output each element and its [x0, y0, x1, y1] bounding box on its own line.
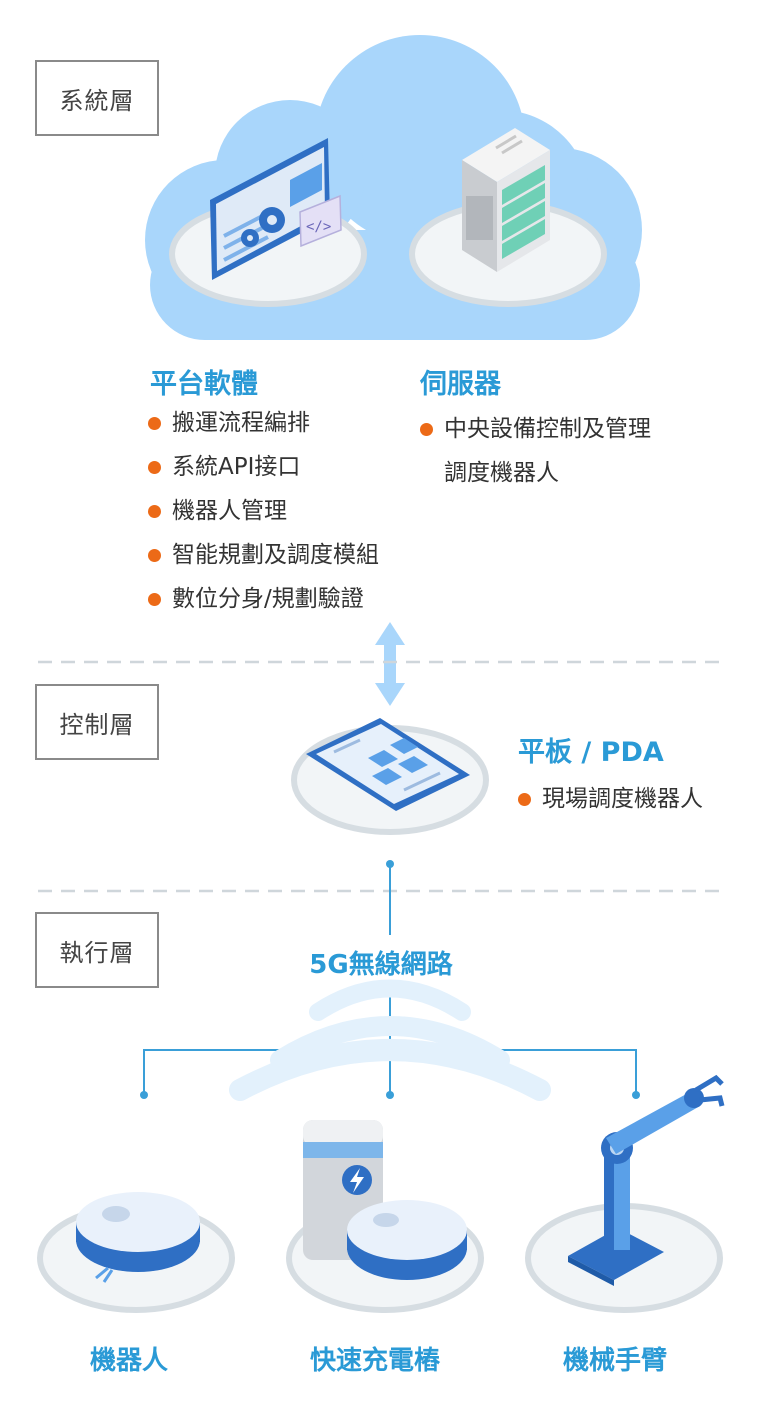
server-list: 中央設備控制及管理 調度機器人 [420, 414, 651, 502]
control-layer-box: 控制層 [35, 684, 159, 760]
tablet-icon [306, 718, 470, 811]
list-item: 調度機器人 [444, 460, 559, 486]
system-layer-box: 系統層 [35, 60, 159, 136]
tablet-pda-title: 平板 / PDA [518, 737, 664, 768]
control-layer-label: 控制層 [59, 710, 135, 739]
charger-label: 快速充電樁 [309, 1346, 440, 1376]
platform-software-title: 平台軟體 [150, 369, 258, 400]
system-layer-label: 系統層 [59, 86, 135, 115]
software-dashboard-icon: </> [210, 138, 342, 280]
robot-vacuum-icon [76, 1192, 200, 1283]
server-title: 伺服器 [420, 369, 501, 400]
server-icon [462, 128, 550, 272]
list-item: 現場調度機器人 [518, 784, 703, 828]
robotic-arm-icon [568, 1074, 725, 1286]
list-item: 機器人管理 [148, 496, 379, 540]
list-item: 數位分身/規劃驗證 [148, 584, 379, 628]
list-item: 智能規劃及調度模組 [148, 540, 379, 584]
list-item: 搬運流程編排 [148, 408, 379, 452]
tablet-pda-list: 現場調度機器人 [518, 784, 703, 828]
list-item: 系統API接口 [148, 452, 379, 496]
network-label: 5G無線網路 [309, 950, 453, 980]
list-item: 中央設備控制及管理 [420, 414, 651, 458]
wifi-signal-icon [229, 979, 551, 1101]
robot-label: 機器人 [89, 1346, 168, 1376]
execution-layer-box: 執行層 [35, 912, 159, 988]
platform-software-list: 搬運流程編排 系統API接口 機器人管理 智能規劃及調度模組 數位分身/規劃驗證 [148, 408, 379, 628]
execution-layer-label: 執行層 [59, 938, 135, 967]
bidirectional-arrow-icon [375, 622, 405, 706]
robotic-arm-label: 機械手臂 [562, 1346, 667, 1376]
svg-text:</>: </> [306, 219, 331, 235]
charging-station-icon [303, 1120, 467, 1280]
